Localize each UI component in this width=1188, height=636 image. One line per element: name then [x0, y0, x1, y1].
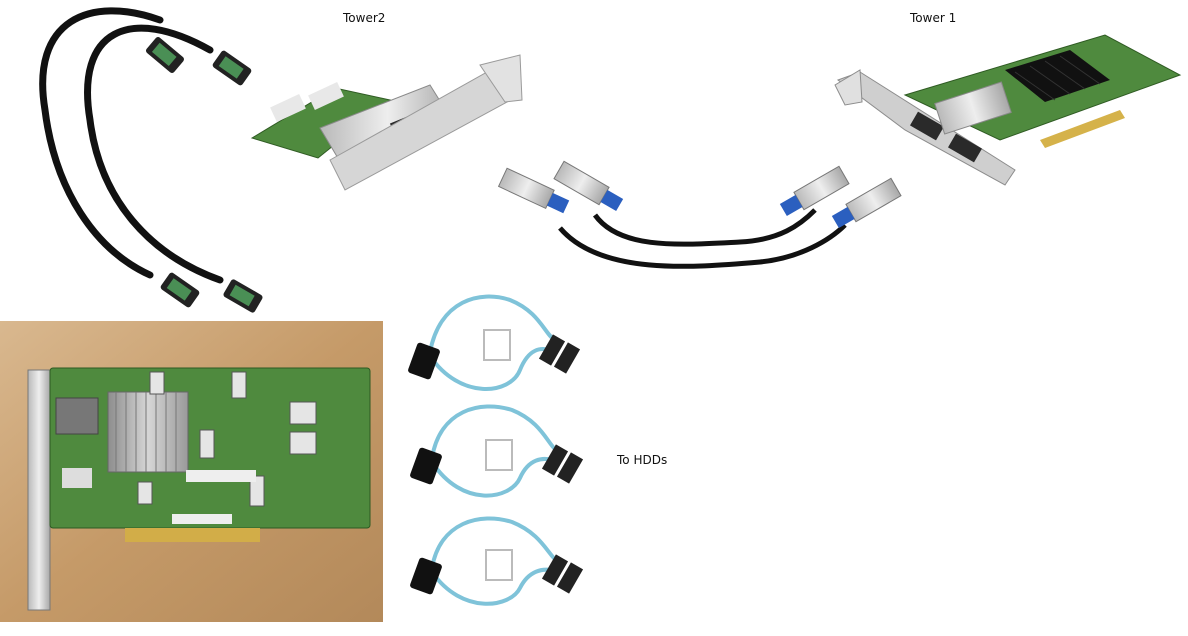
- minisas-connector-icon: [223, 279, 263, 313]
- sata-breakout-cable-1: [408, 294, 581, 391]
- sff8088-plug-icon: [553, 160, 624, 212]
- to-hdds-label: To HDDs: [617, 453, 668, 467]
- external-sas-port-icon: [910, 111, 982, 163]
- sata-breakout-cable-2: [410, 404, 584, 498]
- sff8088-plug-icon: [497, 167, 570, 214]
- sff8088-plug-icon: [831, 177, 902, 229]
- minisas-connector-icon: [146, 36, 184, 74]
- tower1-label: Tower 1: [910, 11, 957, 25]
- internal-port-icon: [137, 371, 317, 507]
- raid-card-photo: [0, 321, 383, 622]
- tower2-adapter-card: [250, 54, 523, 191]
- internal-minisas-cables: [39, 7, 263, 313]
- heatsink-icon: [107, 391, 189, 473]
- minisas-connector-icon: [212, 50, 252, 86]
- sata-breakout-cable-3: [410, 516, 584, 606]
- minisas-connector-icon: [160, 272, 200, 308]
- tower2-label: Tower2: [343, 11, 386, 25]
- external-minisas-cables: [497, 160, 902, 269]
- sff8088-plug-icon: [779, 165, 850, 217]
- tower1-hba-card: [834, 34, 1182, 186]
